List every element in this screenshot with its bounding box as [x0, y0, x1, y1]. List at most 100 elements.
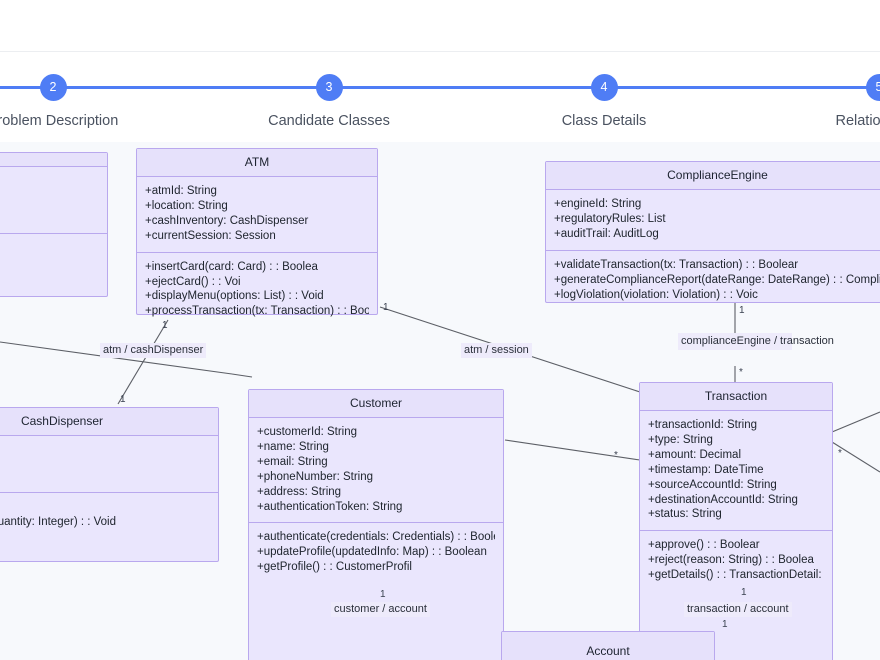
class-methods-reportengine: ortSummary) — [0, 233, 107, 310]
class-methods-complianceengine: +validateTransaction(tx: Transaction) : … — [546, 249, 880, 311]
multiplicity-customer-account: 1 — [380, 589, 386, 600]
step-4-label: Class Details — [561, 113, 647, 129]
class-attribute: +address: String — [257, 485, 342, 498]
class-title-customer: Customer — [249, 390, 503, 418]
class-box-complianceengine[interactable]: ComplianceEngine +engineId: String +regu… — [545, 161, 880, 303]
class-attribute: +timestamp: DateTime — [648, 463, 764, 476]
class-attribute: +sourceAccountId: String — [648, 478, 777, 491]
step-4[interactable]: 4 Class Details — [524, 52, 684, 129]
class-attribute: +location: String — [145, 199, 228, 212]
class-attribute: +customerId: String — [257, 426, 358, 438]
class-method: +approve() : : Boolear — [648, 539, 760, 552]
edge-label-atm-session: atm / session — [461, 343, 532, 358]
class-attribute: +engineId: String — [554, 198, 642, 210]
class-attribute: +regulatoryRules: List — [554, 212, 666, 225]
class-attributes-complianceengine: +engineId: String +regulatoryRules: List… — [546, 190, 880, 250]
class-method: +generateComplianceReport(dateRange: Dat… — [554, 273, 880, 286]
class-attributes-atm: +atmId: String +location: String +cashIn… — [137, 177, 377, 252]
class-attribute: +atmId: String — [145, 185, 217, 197]
class-methods-transaction: +approve() : : Boolear +reject(reason: S… — [640, 530, 832, 591]
step-5-label: Relationships — [835, 113, 880, 129]
class-method: +getProfile() : : CustomerProfil — [257, 561, 412, 574]
class-title-cashdispenser: CashDispenser — [0, 408, 218, 436]
edge-left-to-customer — [231, 373, 253, 378]
step-4-number: 4 — [600, 80, 608, 94]
class-method: +processTransaction(tx: Transaction) : :… — [145, 305, 369, 318]
class-title-reportengine — [0, 153, 107, 167]
class-method: ortSummary) — [0, 287, 99, 302]
multiplicity-compliance-star: * — [739, 367, 743, 378]
class-methods-customer: +authenticate(credentials: Credentials) … — [249, 522, 503, 583]
step-2-number: 2 — [49, 80, 57, 94]
class-box-account[interactable]: Account — [501, 631, 715, 660]
class-methods-atm: +insertCard(card: Card) : : Boolea +ejec… — [137, 251, 377, 328]
class-method: +displayMenu(options: List) : : Void — [145, 290, 324, 303]
multiplicity-cashdispenser-top: 1 — [120, 394, 126, 405]
class-method: +getDetails() : : TransactionDetail: — [648, 569, 822, 582]
step-3[interactable]: 3 Candidate Classes — [249, 52, 409, 129]
multiplicity-customer-right: * — [614, 450, 618, 461]
step-2-circle[interactable]: 2 — [39, 74, 67, 101]
diagram-canvas[interactable]: ortSummary) ATM +atmId: String +location… — [0, 142, 880, 660]
class-title-account: Account — [502, 632, 714, 660]
class-attribute: +phoneNumber: String — [257, 470, 374, 483]
class-box-atm[interactable]: ATM +atmId: String +location: String +ca… — [136, 148, 378, 317]
class-attributes-cashdispenser — [0, 436, 218, 492]
multiplicity-transaction-account-top: 1 — [741, 587, 747, 598]
class-title-transaction: Transaction — [640, 383, 832, 411]
multiplicity-compliance-bottom: 1 — [739, 305, 745, 316]
class-box-customer[interactable]: Customer +customerId: String +name: Stri… — [248, 389, 504, 660]
multiplicity-atm-right: 1 — [383, 302, 389, 313]
class-method: +updateProfile(updatedInfo: Map) : : Boo… — [257, 546, 487, 559]
class-method: +ejectCard() : : Voi — [145, 275, 241, 288]
step-5-number: 5 — [875, 80, 880, 94]
class-attributes-transaction: +transactionId: String +type: String +am… — [640, 411, 832, 530]
multiplicity-atm-lower: 1 — [162, 320, 168, 331]
edge-customer-transaction — [504, 439, 641, 461]
class-box-cashdispenser[interactable]: CashDispenser l) : : Boolean Denominatio… — [0, 407, 219, 562]
class-attributes-customer: +customerId: String +name: String +email… — [249, 418, 503, 522]
class-attribute: +name: String — [257, 440, 329, 453]
class-method: +insertCard(card: Card) : : Boolea — [145, 260, 318, 273]
step-5[interactable]: 5 Relationships — [799, 52, 880, 129]
step-3-label: Candidate Classes — [268, 113, 390, 129]
multiplicity-transaction-right: * — [838, 448, 842, 459]
class-attribute: +currentSession: Session — [145, 229, 276, 242]
class-method: +reject(reason: String) : : Boolea — [648, 554, 814, 567]
class-method: l) : : Boolean — [0, 500, 210, 515]
edge-transaction-right — [831, 411, 880, 433]
class-method: Denomination, quantity: Integer) : : Voi… — [0, 515, 117, 528]
class-box-reportengine[interactable]: ortSummary) — [0, 152, 108, 297]
step-2[interactable]: 2 Problem Description — [0, 52, 133, 129]
step-4-circle[interactable]: 4 — [590, 74, 618, 101]
stepper-track — [0, 86, 880, 89]
edge-atm-cashdispenser — [117, 319, 169, 405]
edge-label-customer-account: customer / account — [331, 602, 430, 617]
class-title-atm: ATM — [137, 149, 377, 177]
class-method: +authenticate(credentials: Credentials) … — [257, 531, 495, 544]
step-5-circle[interactable]: 5 — [865, 74, 880, 101]
edge-label-compliance-transaction: complianceEngine / transaction — [678, 333, 834, 350]
class-attributes-reportengine — [0, 167, 107, 233]
edge-label-atm-cashdispenser: atm / cashDispenser — [100, 343, 207, 358]
class-attribute: +amount: Decimal — [648, 448, 741, 461]
class-attribute: +authenticationToken: String — [257, 500, 403, 513]
class-attribute: +destinationAccountId: String — [648, 493, 798, 506]
class-attribute: +cashInventory: CashDispenser — [145, 214, 309, 227]
class-box-transaction[interactable]: Transaction +transactionId: String +type… — [639, 382, 833, 660]
class-attribute: +email: String — [257, 455, 328, 468]
step-3-circle[interactable]: 3 — [315, 74, 343, 101]
class-attribute: +type: String — [648, 433, 713, 446]
workflow-stepper: 2 Problem Description 3 Candidate Classe… — [0, 52, 880, 142]
class-method: +logViolation(violation: Violation) : : … — [554, 288, 758, 301]
app-header — [0, 0, 880, 52]
class-title-complianceengine: ComplianceEngine — [546, 162, 880, 190]
multiplicity-transaction-account-bottom: 1 — [722, 619, 728, 630]
class-attribute: +transactionId: String — [648, 419, 757, 431]
step-3-number: 3 — [325, 80, 333, 94]
class-attribute: +auditTrail: AuditLog — [554, 227, 659, 240]
class-method: +validateTransaction(tx: Transaction) : … — [554, 258, 799, 271]
edge-label-transaction-account: transaction / account — [684, 602, 792, 617]
class-methods-cashdispenser: l) : : Boolean Denomination, quantity: I… — [0, 492, 218, 538]
